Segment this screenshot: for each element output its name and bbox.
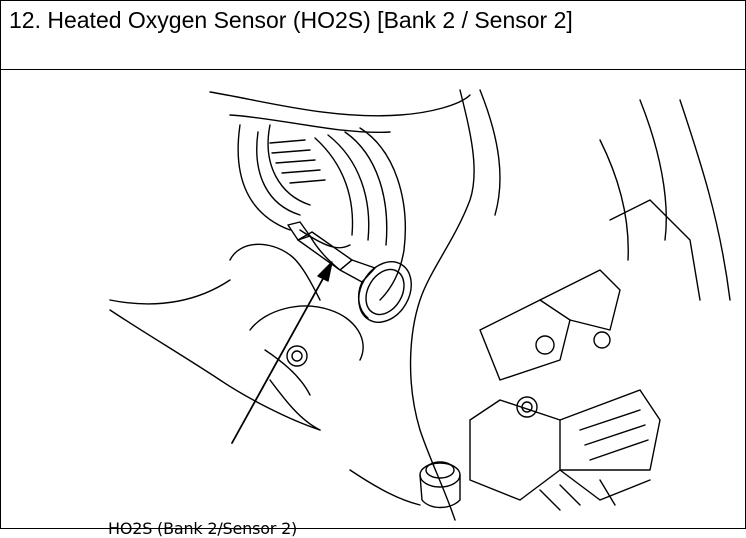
- figure-header: 12. Heated Oxygen Sensor (HO2S) [Bank 2 …: [1, 1, 745, 70]
- lower-right-assembly: [469, 99, 731, 511]
- mounting-flange: [229, 243, 364, 431]
- figure-title: 12. Heated Oxygen Sensor (HO2S) [Bank 2 …: [9, 7, 573, 33]
- heat-shield: [109, 89, 667, 521]
- exhaust-pipe: [209, 91, 471, 301]
- engine-line-drawing: [109, 89, 731, 521]
- bottom-bolt: [349, 461, 461, 509]
- sensor-diagram: HO2S (Bank 2/Sensor 2): [0, 69, 744, 538]
- callout-leader: [231, 261, 333, 444]
- ho2s-sensor: [287, 221, 412, 323]
